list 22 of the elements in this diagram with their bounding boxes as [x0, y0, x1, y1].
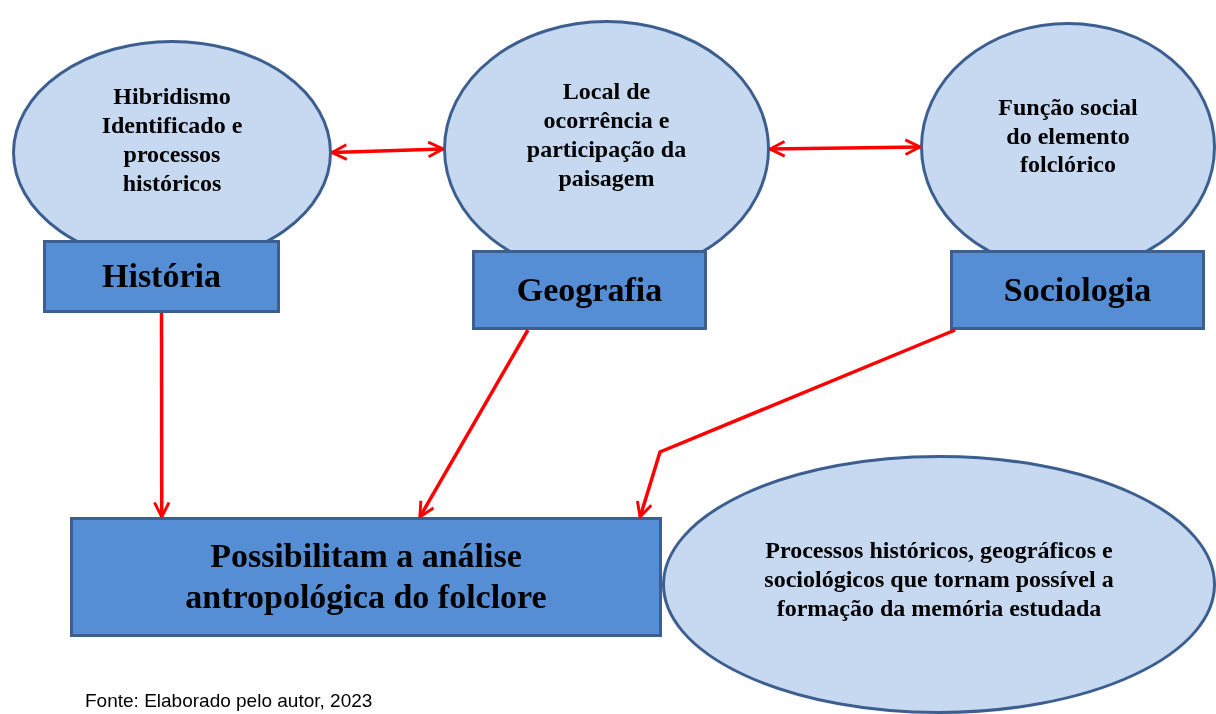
arrow [330, 140, 445, 161]
bubble-text: Função social do elemento folclórico [998, 92, 1138, 180]
label-box [950, 250, 1205, 330]
source-caption: Fonte: Elaborado pelo autor, 2023 [85, 690, 373, 712]
box-label: Sociologia [1003, 269, 1152, 310]
ellipse-bubble [920, 22, 1216, 250]
label-box [472, 250, 707, 330]
box-label: Geografia [516, 269, 663, 310]
arrow [635, 328, 956, 519]
bubble-text: Local de ocorrência e participação da paisagem [525, 77, 688, 193]
label-box [70, 517, 662, 637]
ellipse-bubble [443, 20, 770, 250]
bubble-text: Processos históricos, geográficos e sociológicos que tornam possível a formação da memória estudada [763, 536, 1115, 623]
box-label: História [102, 256, 221, 297]
ellipse-bubble [662, 455, 1216, 714]
ellipse-bubble [12, 40, 332, 240]
arrow [418, 329, 530, 519]
box-label: Possibilitam a análise antropológica do folclore [184, 536, 548, 617]
arrow [153, 313, 171, 519]
bubble-text: Hibridismo Identificado e processos históricos [100, 82, 244, 198]
arrow [768, 138, 922, 158]
label-box [43, 240, 280, 313]
